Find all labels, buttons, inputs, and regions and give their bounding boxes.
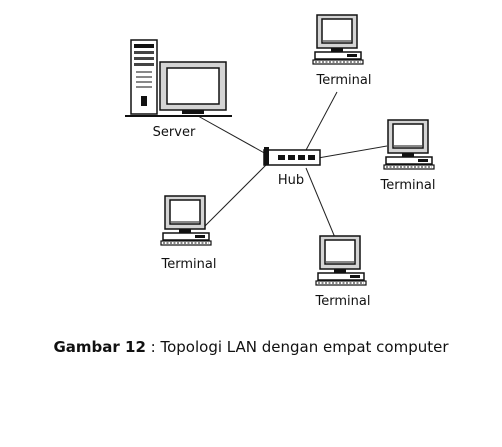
figure-caption-text: : Topologi LAN dengan empat computer [145, 338, 449, 356]
terminal-top-node: Terminal [312, 14, 372, 88]
terminal-computer-icon [383, 119, 435, 170]
server-node: Server [125, 39, 232, 140]
terminal-bottom-node: Terminal [315, 235, 371, 309]
hub-label: Hub [278, 173, 304, 188]
server-label: Server [153, 125, 196, 140]
network-hub-icon [263, 147, 321, 166]
cables [197, 91, 388, 241]
terminal-computer-icon [315, 235, 367, 286]
cable-terminal-right-hub [317, 145, 388, 159]
terminal-top-label: Terminal [316, 73, 372, 88]
hub-node: Hub [263, 147, 321, 188]
server-computer-icon [125, 39, 232, 117]
terminal-left-node: Terminal [160, 195, 217, 272]
cable-terminal-left-hub [204, 162, 269, 227]
figure-number: Gambar 12 [53, 338, 146, 356]
terminal-bottom-label: Terminal [315, 294, 371, 309]
figure-caption: Gambar 12 : Topologi LAN dengan empat co… [0, 338, 502, 356]
terminal-computer-icon [160, 195, 212, 246]
terminal-left-label: Terminal [161, 257, 217, 272]
terminal-right-label: Terminal [380, 178, 436, 193]
cable-terminal-bottom-hub [305, 167, 337, 241]
cable-server-hub [197, 115, 269, 156]
terminal-computer-icon [312, 14, 364, 65]
terminal-right-node: Terminal [380, 119, 436, 193]
cable-terminal-top-hub [304, 91, 338, 153]
